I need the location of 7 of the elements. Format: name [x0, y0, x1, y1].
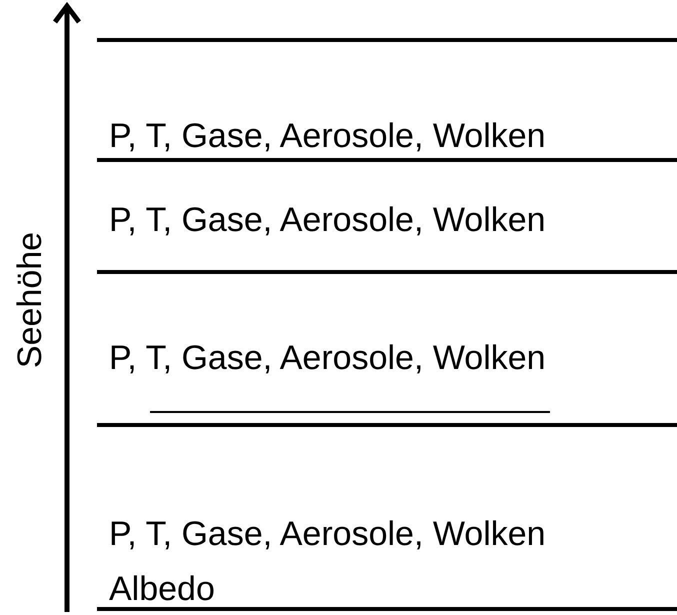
layer-text: P, T, Gase, Aerosole, Wolken	[109, 200, 546, 240]
layer-text: P, T, Gase, Aerosole, Wolken	[109, 116, 546, 156]
layer-text: Albedo	[109, 569, 215, 609]
layer-text: P, T, Gase, Aerosole, Wolken	[109, 514, 546, 554]
axis-label: Seehöhe	[10, 232, 50, 368]
layer-band	[97, 423, 677, 611]
layer-text: P, T, Gase, Aerosole, Wolken	[109, 338, 546, 378]
